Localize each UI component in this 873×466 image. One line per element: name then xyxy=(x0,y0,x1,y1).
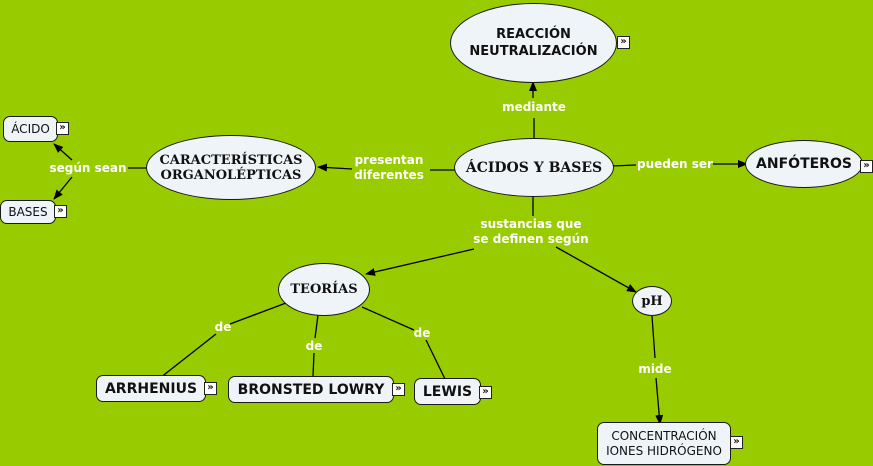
node-label: ARRHENIUS xyxy=(104,380,198,397)
connector-arrow xyxy=(365,248,475,276)
node-ph[interactable]: pH xyxy=(632,286,672,316)
connector-arrow xyxy=(555,246,637,293)
link-label-presentan-diferentes: presentan diferentes xyxy=(354,153,424,182)
double-chevron-right-icon[interactable]: » xyxy=(204,382,217,395)
link-label-de: de xyxy=(413,326,431,340)
connector-line xyxy=(314,314,319,339)
link-label-sustancias-que-se-definen-segun: sustancias que se definen según xyxy=(473,217,589,246)
connector-arrow xyxy=(317,163,353,172)
node-acidos-y-bases[interactable]: ÁCIDOS Y BASES xyxy=(454,138,614,197)
node-label: CARACTERÍSTICAS ORGANOLÉPTICAS xyxy=(159,152,303,183)
link-label-mide: mide xyxy=(638,362,672,376)
connector-line xyxy=(312,352,315,377)
node-anfoteros[interactable]: ANFÓTEROS xyxy=(745,140,863,188)
double-chevron-right-icon[interactable]: » xyxy=(479,386,492,399)
node-lewis[interactable]: LEWIS xyxy=(414,378,481,405)
node-acido[interactable]: ÁCIDO xyxy=(3,116,58,142)
node-bronsted-lowry[interactable]: BRONSTED LOWRY xyxy=(228,376,394,403)
connector-arrow xyxy=(53,176,73,200)
node-bases[interactable]: BASES xyxy=(0,200,56,224)
node-label: LEWIS xyxy=(422,383,473,400)
connector-line xyxy=(229,302,287,325)
node-label: pH xyxy=(641,293,663,309)
double-chevron-right-icon[interactable]: » xyxy=(617,36,630,49)
node-label: BRONSTED LOWRY xyxy=(237,381,385,398)
link-label-pueden-ser: pueden ser xyxy=(637,157,713,171)
link-label-de: de xyxy=(214,320,232,334)
node-teorias[interactable]: TEORÍAS xyxy=(278,263,370,316)
connector-line xyxy=(425,339,446,380)
link-label-segun-sean: según sean xyxy=(49,161,127,175)
connector-line xyxy=(611,164,637,167)
node-label: ÁCIDO xyxy=(11,122,50,136)
node-label: ÁCIDOS Y BASES xyxy=(465,159,603,176)
double-chevron-right-icon[interactable]: » xyxy=(54,205,67,218)
node-caracteristicas-organolepticas[interactable]: CARACTERÍSTICAS ORGANOLÉPTICAS xyxy=(146,135,316,200)
double-chevron-right-icon[interactable]: » xyxy=(392,383,405,396)
link-label-de: de xyxy=(305,339,323,353)
node-label: BASES xyxy=(8,205,48,219)
node-label: CONCENTRACIÓN IONES HIDRÓGENO xyxy=(606,428,722,458)
double-chevron-right-icon[interactable]: » xyxy=(860,160,873,173)
node-arrhenius[interactable]: ARRHENIUS xyxy=(96,375,206,402)
double-chevron-right-icon[interactable]: » xyxy=(56,122,69,135)
connector-arrow xyxy=(655,377,664,425)
connector-arrow xyxy=(53,143,73,161)
double-chevron-right-icon[interactable]: » xyxy=(730,436,743,449)
connector-line xyxy=(361,306,415,331)
node-label: ANFÓTEROS xyxy=(756,156,852,172)
connector-line xyxy=(159,333,217,379)
connector-line xyxy=(651,315,656,359)
node-label: TEORÍAS xyxy=(290,282,358,297)
link-label-mediante: mediante xyxy=(502,100,566,114)
node-reaccion-neutralizacion[interactable]: REACCIÓN NEUTRALIZACIÓN xyxy=(450,3,617,83)
node-label: REACCIÓN NEUTRALIZACIÓN xyxy=(469,27,598,59)
node-concentracion-iones-hidrogeno[interactable]: CONCENTRACIÓN IONES HIDRÓGENO xyxy=(597,422,731,465)
